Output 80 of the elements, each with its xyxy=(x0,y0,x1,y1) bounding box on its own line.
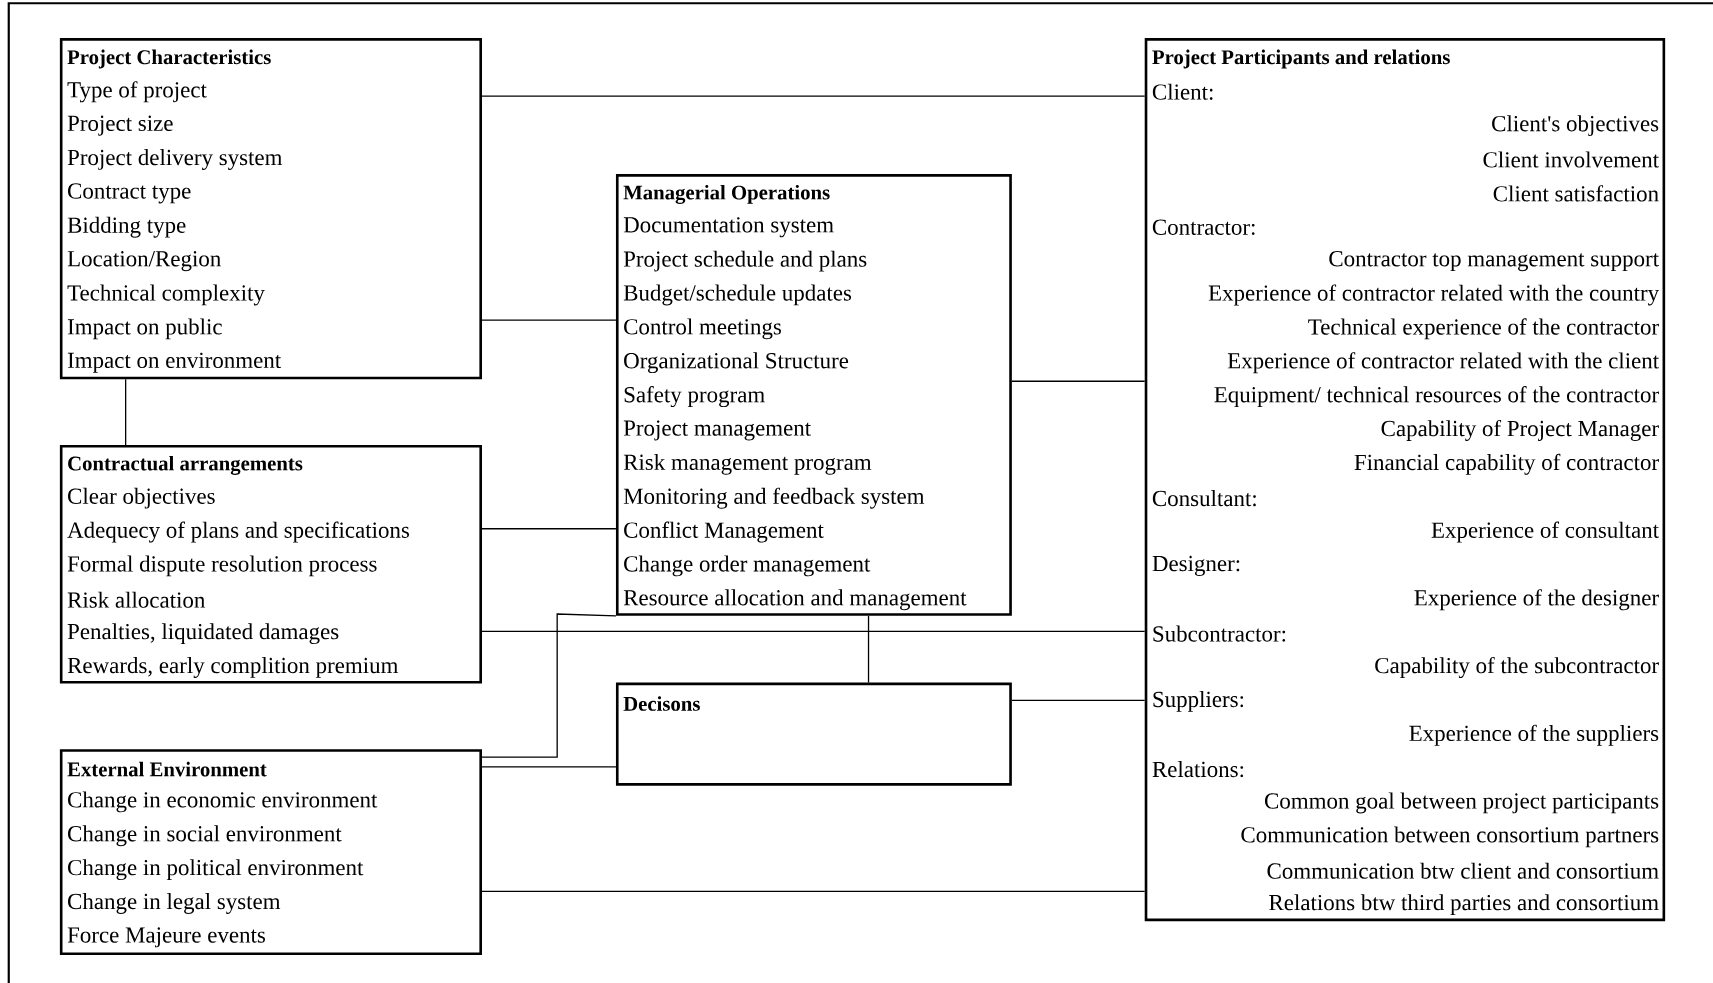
list-item: Subcontractor: xyxy=(1153,625,1286,642)
list-item: Relations: xyxy=(1152,760,1244,778)
list-item: Change order management xyxy=(624,555,871,577)
list-item: Technical experience of the contractor xyxy=(1308,318,1659,340)
text-box xyxy=(615,682,1012,786)
list-item: Change in social environment xyxy=(68,825,342,847)
list-item: Rewards, early complition premium xyxy=(67,657,399,678)
list-item: Consultant: xyxy=(1152,489,1256,507)
list-item: Contract type xyxy=(68,183,191,204)
list-item: Documentation system xyxy=(623,217,834,238)
list-item: Experience of contractor related with the country xyxy=(1208,284,1659,306)
list-item: Change in legal system xyxy=(68,892,281,914)
connector-line xyxy=(1011,699,1146,701)
list-item: Location/Region xyxy=(67,250,221,272)
list-item: Experience of the designer xyxy=(1414,589,1659,611)
box-heading: Project Characteristics xyxy=(67,49,271,69)
list-item: Experience of the suppliers xyxy=(1409,724,1659,746)
list-item: Impact on public xyxy=(67,318,222,340)
box-heading: External Environment xyxy=(67,761,267,777)
box-heading: Decisons xyxy=(623,696,700,711)
list-item: Designer: xyxy=(1152,555,1240,576)
text-box xyxy=(615,173,1012,616)
list-item: Equipment/ technical resources of the contractor xyxy=(1214,385,1659,407)
list-item: Capability of the subcontractor xyxy=(1375,656,1659,678)
list-item: Contractor: xyxy=(1152,219,1255,235)
list-item: Suppliers: xyxy=(1153,690,1244,712)
list-item: Client involvement xyxy=(1483,151,1659,168)
connector-line xyxy=(481,630,1146,632)
list-item: Conflict Management xyxy=(624,521,824,543)
list-item: Project delivery system xyxy=(67,149,283,170)
list-item: Communication btw client and consortium xyxy=(1267,862,1659,879)
connector-line xyxy=(481,528,617,530)
list-item: Common goal between project participants xyxy=(1264,792,1659,814)
connector-line xyxy=(125,378,127,446)
list-item: Experience of consultant xyxy=(1431,521,1659,543)
list-item: Capability of Project Manager xyxy=(1381,419,1659,441)
list-item: Change in economic environment xyxy=(68,791,378,813)
connector-line xyxy=(867,615,870,684)
list-item: Contractor top management support xyxy=(1329,250,1659,272)
connector-line xyxy=(1011,380,1146,382)
list-item: Client: xyxy=(1152,83,1213,100)
list-item: Project schedule and plans xyxy=(623,250,867,272)
list-item: Project size xyxy=(67,115,173,136)
list-item: Technical complexity xyxy=(67,284,265,306)
list-item: Experience of contractor related with the client xyxy=(1227,352,1659,374)
list-item: Client's objectives xyxy=(1492,115,1659,136)
list-item: Risk allocation xyxy=(67,591,205,608)
list-item: Type of project xyxy=(67,81,207,103)
connector-line xyxy=(481,319,617,321)
list-item: Change in political environment xyxy=(68,859,364,880)
list-item: Impact on environment xyxy=(67,352,282,373)
list-item: Clear objectives xyxy=(68,487,215,509)
list-item: Communication between consortium partners xyxy=(1241,826,1659,848)
list-item: Force Majeure events xyxy=(67,927,265,948)
list-item: Penalties, liquidated damages xyxy=(67,623,339,644)
text-box xyxy=(59,37,482,380)
connector-line xyxy=(481,95,1146,97)
text-box xyxy=(59,749,482,955)
list-item: Resource allocation and management xyxy=(623,589,967,611)
list-item: Relations btw third parties and consortium xyxy=(1269,894,1659,915)
list-item: Project management xyxy=(623,420,811,441)
text-box xyxy=(1144,37,1666,922)
text-box xyxy=(59,444,482,684)
list-item: Organizational Structure xyxy=(624,352,849,373)
list-item: Bidding type xyxy=(67,216,186,238)
list-item: Safety program xyxy=(624,385,765,407)
list-item: Budget/schedule updates xyxy=(623,284,852,306)
connector-line xyxy=(481,766,617,768)
list-item: Control meetings xyxy=(624,318,781,340)
box-heading: Contractual arrangements xyxy=(68,455,303,475)
list-item: Formal dispute resolution process xyxy=(67,555,377,577)
list-item: Client satisfaction xyxy=(1493,185,1659,202)
list-item: Financial capability of contractor xyxy=(1354,453,1659,475)
box-heading: Project Participants and relations xyxy=(1152,49,1450,69)
connector-line xyxy=(481,613,617,758)
list-item: Monitoring and feedback system xyxy=(623,487,925,509)
list-item: Risk management program xyxy=(623,453,872,475)
list-item: Adequecy of plans and specifications xyxy=(67,521,410,543)
box-heading: Managerial Operations xyxy=(623,184,830,204)
connector-line xyxy=(481,890,1146,892)
